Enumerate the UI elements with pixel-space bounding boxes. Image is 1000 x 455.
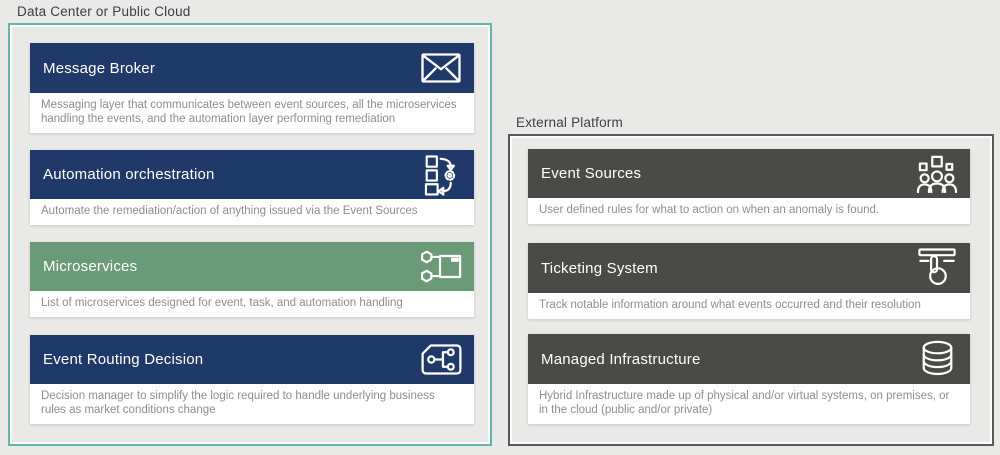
group-box-external-platform xyxy=(508,134,994,446)
hand-press-icon xyxy=(915,246,959,290)
group-box-datacenter xyxy=(8,23,492,446)
card-header: Message Broker xyxy=(30,43,474,93)
card-description: Hybrid Infrastructure made up of physica… xyxy=(528,384,970,424)
card-description: Track notable information around what ev… xyxy=(528,293,970,319)
card-message-broker: Message Broker Messaging layer that comm… xyxy=(30,43,474,133)
card-ticketing-system: Ticketing System Track notable informati… xyxy=(528,243,970,319)
card-header: Automation orchestration xyxy=(30,150,474,199)
microservices-nodes-icon xyxy=(419,245,463,289)
automation-gear-icon xyxy=(419,153,463,197)
card-description: Decision manager to simplify the logic r… xyxy=(30,384,474,424)
card-header: Microservices xyxy=(30,242,474,291)
card-title: Ticketing System xyxy=(541,259,658,277)
card-title: Event Sources xyxy=(541,165,642,182)
card-description: List of microservices designed for event… xyxy=(30,291,474,317)
card-title: Message Broker xyxy=(43,59,156,77)
card-microservices: Microservices List of microservices desi… xyxy=(30,242,474,317)
routing-decision-icon xyxy=(419,338,463,382)
card-event-routing-decision: Event Routing Decision Decision manager … xyxy=(30,335,474,424)
card-header: Ticketing System xyxy=(528,243,970,293)
card-title: Automation orchestration xyxy=(43,166,215,183)
card-description: Messaging layer that communicates betwee… xyxy=(30,93,474,133)
group-label-datacenter: Data Center or Public Cloud xyxy=(17,4,191,19)
card-title: Event Routing Decision xyxy=(43,351,204,368)
card-automation-orchestration: Automation orchestration Autom xyxy=(30,150,474,225)
card-event-sources: Event Sources User defined rul xyxy=(528,149,970,224)
card-description: User defined rules for what to action on… xyxy=(528,198,970,224)
card-header: Event Sources xyxy=(528,149,970,198)
card-title: Managed Infrastructure xyxy=(541,350,701,368)
envelope-icon xyxy=(419,46,463,90)
card-title: Microservices xyxy=(43,258,138,275)
card-managed-infrastructure: Managed Infrastructure Hybrid Infrastruc… xyxy=(528,334,970,424)
group-label-external-platform: External Platform xyxy=(516,115,623,130)
people-group-icon xyxy=(915,152,959,196)
card-description: Automate the remediation/action of anyth… xyxy=(30,199,474,225)
database-icon xyxy=(915,337,959,381)
card-header: Event Routing Decision xyxy=(30,335,474,384)
card-header: Managed Infrastructure xyxy=(528,334,970,384)
